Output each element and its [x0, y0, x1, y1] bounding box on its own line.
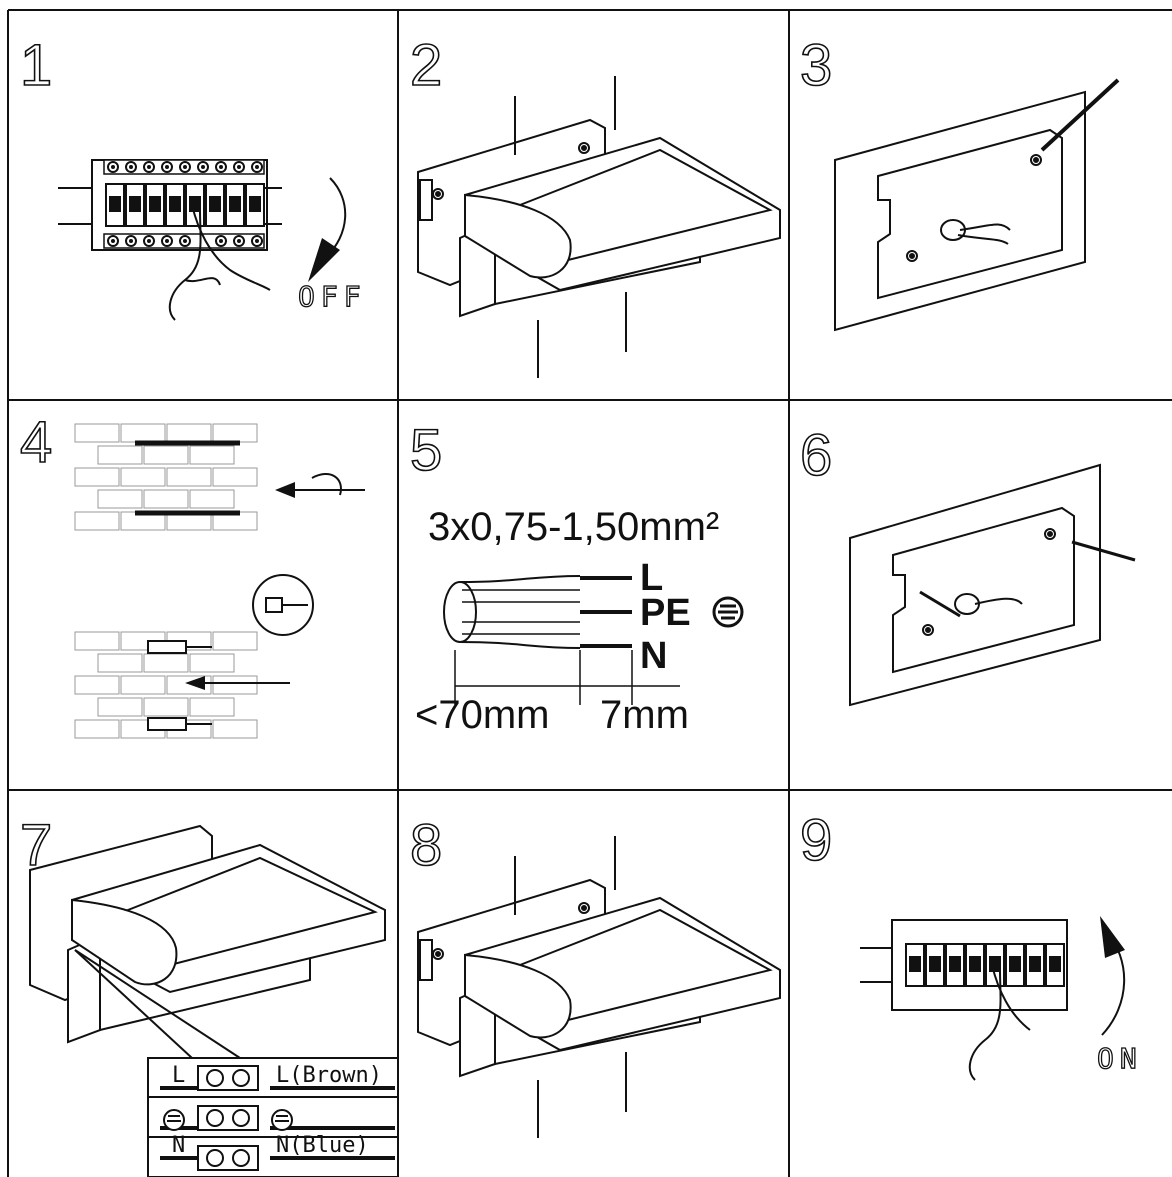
step-8-luminaire — [418, 836, 780, 1138]
step-1-off-label: OFF — [298, 280, 367, 313]
wire-N-label: N — [640, 635, 667, 677]
step-7-connect — [29, 824, 399, 1177]
step-4-drilling — [74, 423, 365, 739]
step-2-luminaire — [417, 76, 781, 378]
step-1-breaker-panel: OFF — [58, 159, 367, 321]
step-3-number: 3 — [800, 33, 832, 98]
terminal-earth-icon — [163, 1109, 293, 1131]
terminal-brown-label: L(Brown) — [276, 1063, 382, 1088]
wire-L-label: L — [640, 557, 663, 599]
wire-PE-label: PE — [640, 592, 691, 634]
step-5-number: 5 — [410, 418, 442, 483]
terminal-blue-label: N(Blue) — [276, 1133, 369, 1158]
step-6-number: 6 — [800, 423, 832, 488]
step-1-number: 1 — [20, 33, 52, 98]
step-3-wall-base — [834, 78, 1120, 332]
step-9-on-label: ON — [1097, 1042, 1143, 1075]
step-5-wiring: 3x0,75-1,50mm² L PE N <70mm 7mm — [415, 505, 744, 737]
panel-grid — [7, 9, 1172, 1177]
step-6-fix-base — [849, 463, 1136, 707]
step-4-number: 4 — [20, 410, 52, 475]
step-9-breaker-panel: ON — [860, 916, 1143, 1081]
earth-icon — [712, 596, 744, 628]
step-2-number: 2 — [410, 33, 442, 98]
terminal-N-label: N — [172, 1133, 185, 1158]
step-9-number: 9 — [800, 808, 832, 873]
step-8-number: 8 — [410, 813, 442, 878]
strip-outer-label: <70mm — [415, 693, 550, 737]
cable-spec-label: 3x0,75-1,50mm² — [428, 505, 719, 549]
terminal-L-label: L — [172, 1063, 185, 1088]
strip-inner-label: 7mm — [600, 693, 689, 737]
